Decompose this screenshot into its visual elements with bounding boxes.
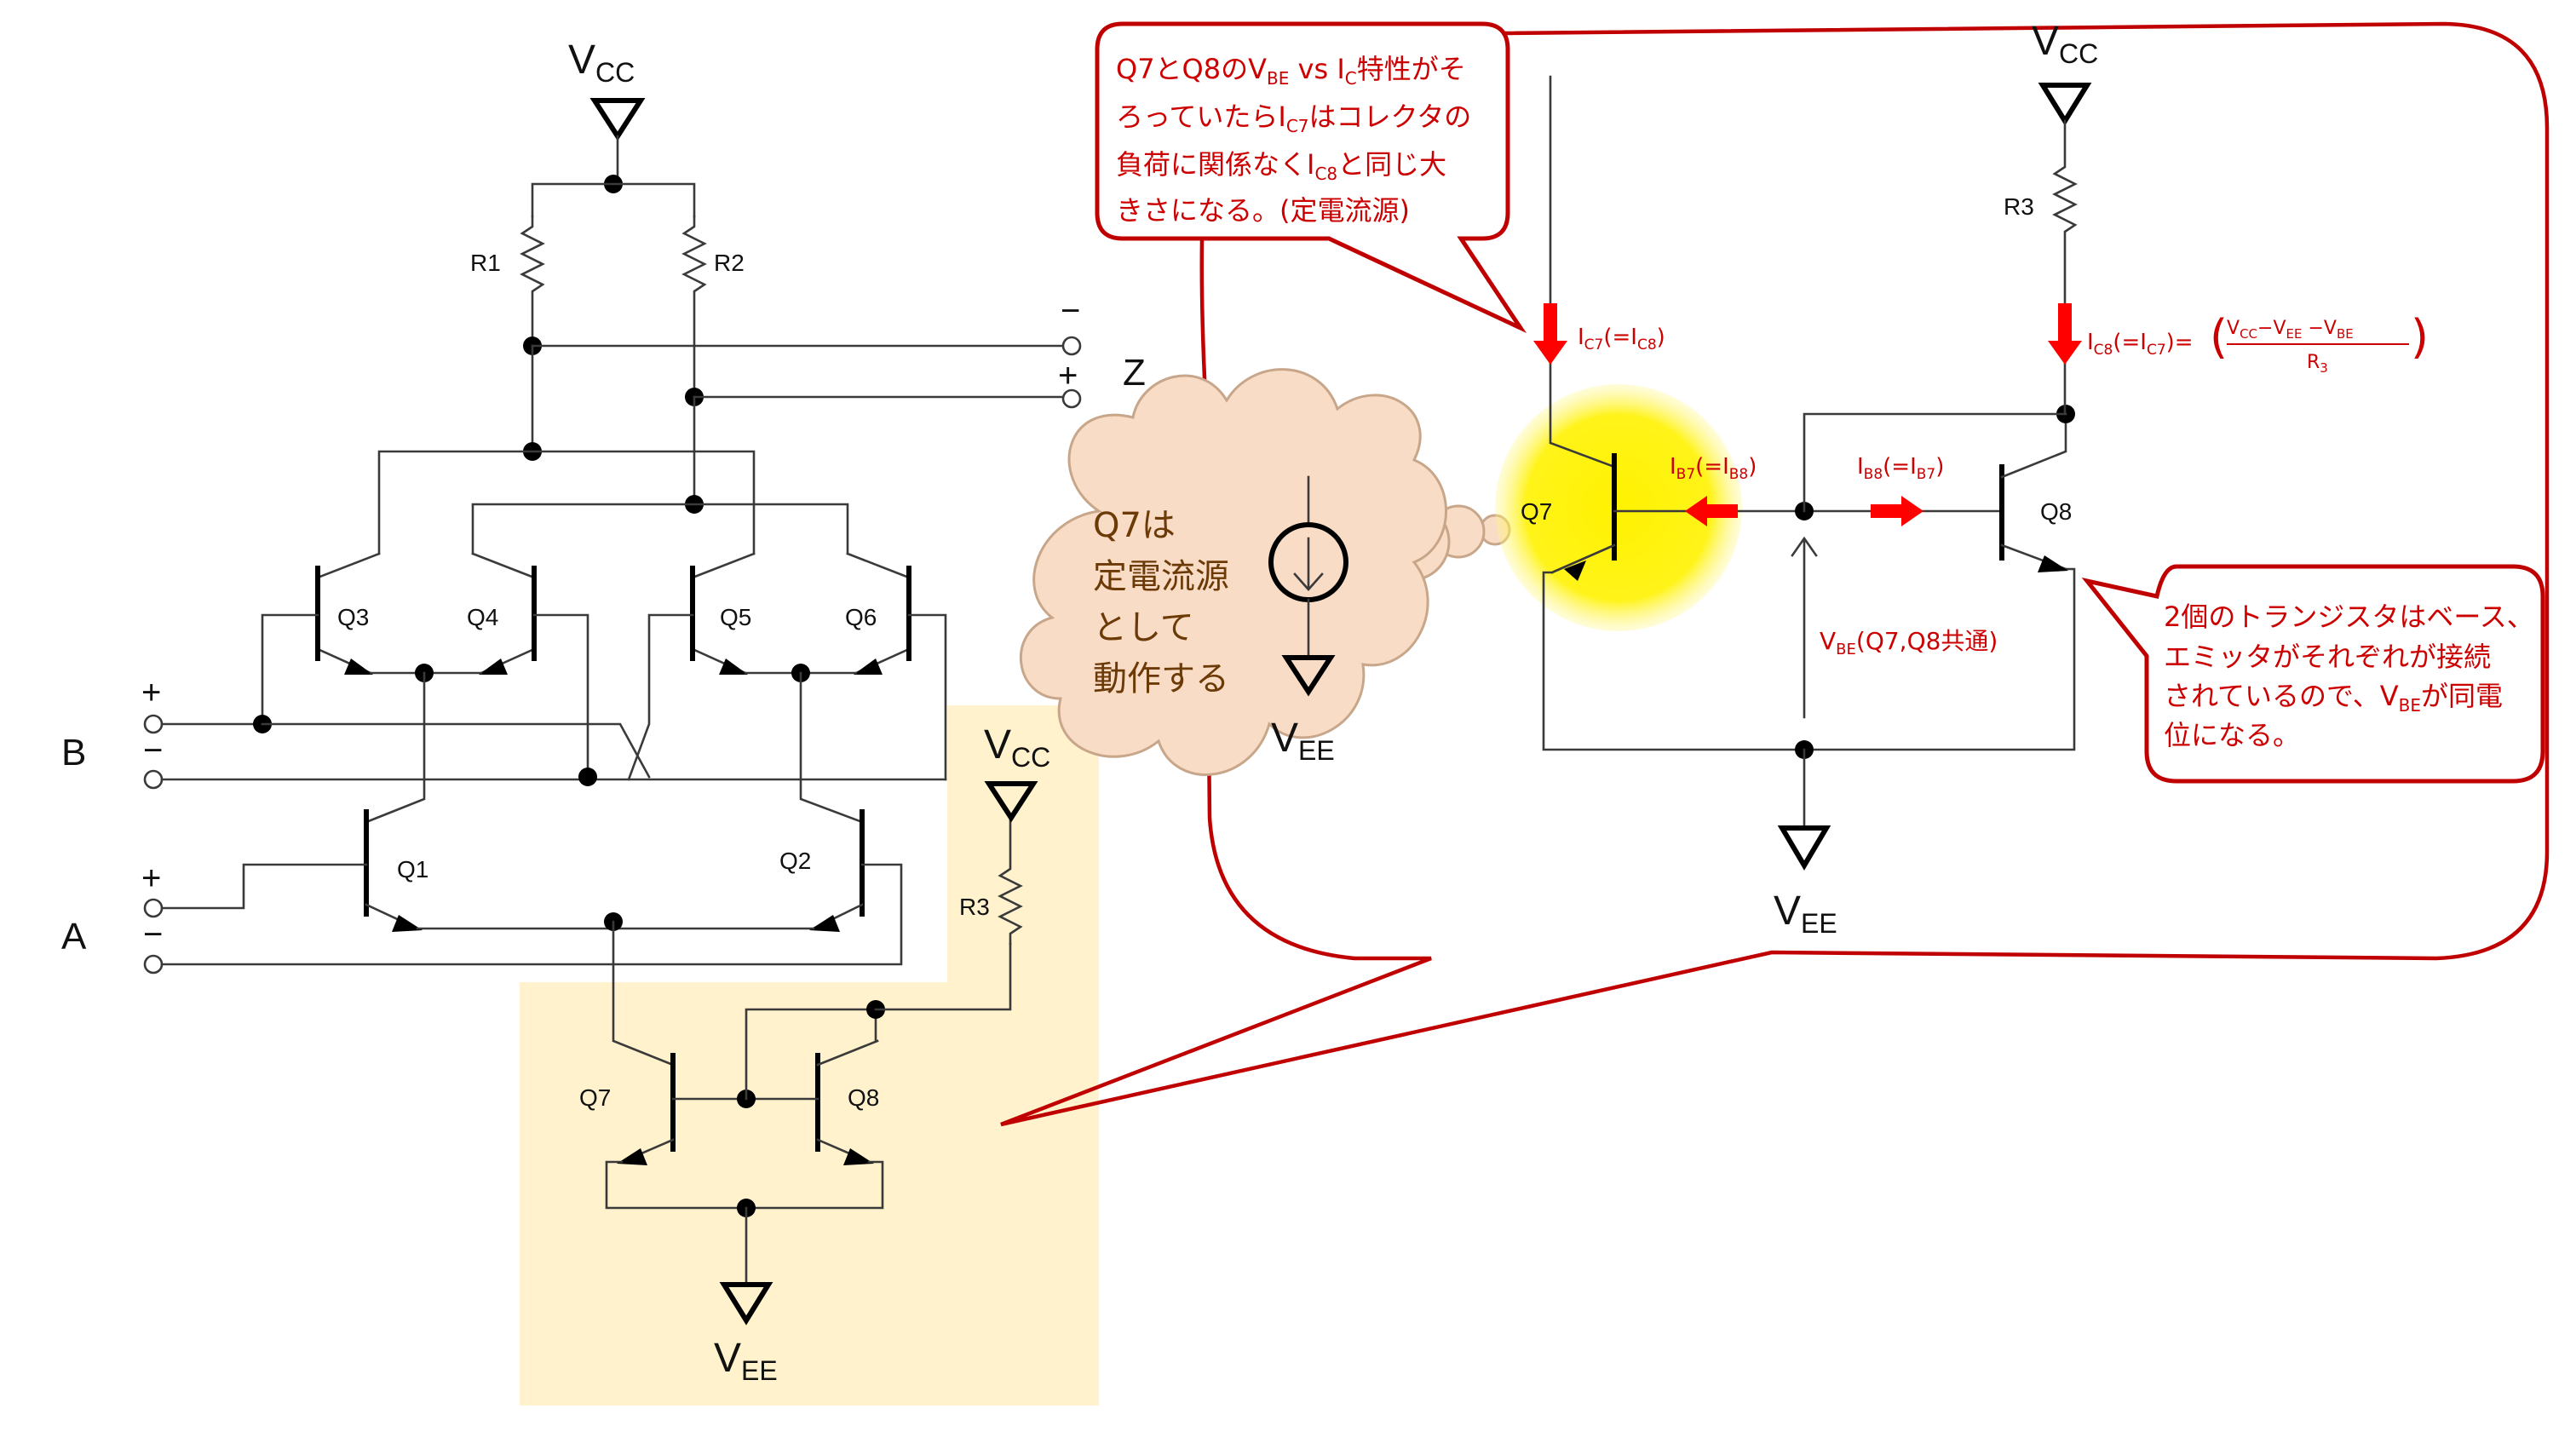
detail-vcc-label: VCC [2032,19,2098,69]
callout-right: 2個のトランジスタはベース、 エミッタがそれぞれが接続 されているので、VBEが… [2081,564,2545,784]
ib7-arrow [1685,496,1738,526]
cloud-vee-label: VEE [1271,716,1335,766]
transistor-q8 [2000,407,2067,571]
r3-label: R3 [2004,193,2034,220]
q2-label: Q2 [779,848,811,874]
cloud-vee-symbol [1281,655,1336,697]
z-output-label: Z [1123,352,1146,394]
resistor-r3-left [998,814,1023,946]
r3-left-label: R3 [959,894,990,920]
vcc-mid-symbol [984,781,1038,823]
q5-emitter-arrow [719,658,748,675]
q6-emitter-arrow [854,658,883,675]
detail-vee-symbol [1777,825,1831,871]
b-minus-terminal [143,769,164,790]
callout-right-line-4: 位になる。 [2164,719,2300,751]
callout-top-line-3: 負荷に関係なくIC8と同じ大 [1116,148,1446,184]
ic7-label: IC7(=IC8) [1578,325,1665,354]
left-circuit: VCC R1 R2 − + Z Q3 Q [61,37,1146,1386]
detail-vee-label: VEE [1774,888,1837,939]
callout-top-line-1: Q7とQ8のVBE vs IC特性がそ [1116,53,1466,89]
b-minus-sign: − [143,732,163,769]
thought-cloud: Q7は 定電流源 として 動作する VEE [1020,368,1511,776]
vcc-mid-label: VCC [984,722,1050,773]
cloud-line-1: Q7は [1093,506,1176,545]
vee-left-label: VEE [714,1336,778,1386]
cloud-line-3: として [1093,608,1194,647]
vbe-label: VBE(Q7,Q8共通) [1820,627,1998,658]
q1-label: Q1 [397,856,428,883]
q5-label: Q5 [720,604,751,630]
vee-left-symbol [719,1282,773,1325]
ic7-arrow [1533,303,1567,365]
callout-top-line-4: きさになる。(定電流源) [1116,194,1410,227]
q3-emitter-arrow [344,658,373,675]
cloud-body [1020,368,1447,776]
detail-circuit: Q7 Q8 VCC R3 VEE IC7(=IC8) IC8(=IC7)= ( … [1495,19,2429,939]
z-minus-terminal [1061,336,1082,356]
q6-label: Q6 [845,604,877,630]
vcc-top-symbol [589,98,646,141]
b-plus-terminal [143,714,164,734]
q8-left-emitter-arrow [843,1148,874,1165]
a-plus-terminal [143,898,164,918]
cloud-line-2: 定電流源 [1093,557,1229,596]
vcc-top-label: VCC [568,37,635,88]
a-minus-sign: − [143,916,163,953]
ic8-formula-paren-open: ( [2210,310,2228,364]
ib7-label: IB7(=IB8) [1670,454,1757,483]
vbe-arrow [1791,536,1818,719]
q3-label: Q3 [337,604,369,630]
z-plus-terminal [1061,388,1082,409]
b-input-label: B [61,732,86,773]
q4-emitter-arrow [479,658,508,675]
cloud-line-4: 動作する [1093,659,1229,699]
q7-left-emitter-arrow [617,1148,647,1165]
resistor-r3 [2052,119,2078,416]
q8-emitter-arrow [2038,555,2068,572]
callout-right-line-3: されているので、VBEが同電 [2164,680,2503,716]
resistor-r2 [681,215,707,399]
q8-label: Q8 [2040,498,2072,525]
ic8-arrow [2048,303,2082,365]
q7-emitter-arrow [1564,561,1586,581]
ic8-formula-numerator: VCC−VEE −VBE [2227,318,2354,342]
q8-left-label: Q8 [848,1084,879,1111]
ib8-arrow [1871,496,1923,526]
ib8-label: IB8(=IB7) [1857,454,1944,483]
callout-right-line-2: エミッタがそれぞれが接続 [2164,641,2491,673]
a-input-label: A [61,916,87,957]
ic8-formula-denominator: R3 [2307,352,2328,376]
q7-left-label: Q7 [579,1084,611,1111]
r2-label: R2 [714,250,745,276]
detail-vcc-symbol [2038,83,2092,126]
r1-label: R1 [470,250,501,276]
ic8-formula-paren-close: ) [2411,310,2429,364]
callout-top: Q7とQ8のVBE vs IC特性がそ ろっていたらIC7はコレクタの 負荷に関… [1095,21,1527,334]
q2-emitter-arrow [809,915,840,932]
resistor-r1 [520,215,545,342]
callout-right-box [2081,564,2545,784]
callout-top-box [1095,21,1527,334]
z-plus-sign: + [1058,357,1078,394]
a-minus-terminal [143,954,164,975]
q4-label: Q4 [467,604,498,630]
a-plus-sign: + [141,860,161,897]
callout-right-line-1: 2個のトランジスタはベース、 [2164,601,2534,633]
z-minus-sign: − [1061,292,1080,330]
highlight-region [520,705,1099,1406]
ic8-label: IC8(=IC7)= [2087,330,2194,359]
q7-label: Q7 [1521,498,1552,525]
b-plus-sign: + [141,674,161,711]
callout-top-line-2: ろっていたらIC7はコレクタの [1116,101,1471,136]
node-b-minus [578,768,597,786]
q1-emitter-arrow [392,915,423,932]
